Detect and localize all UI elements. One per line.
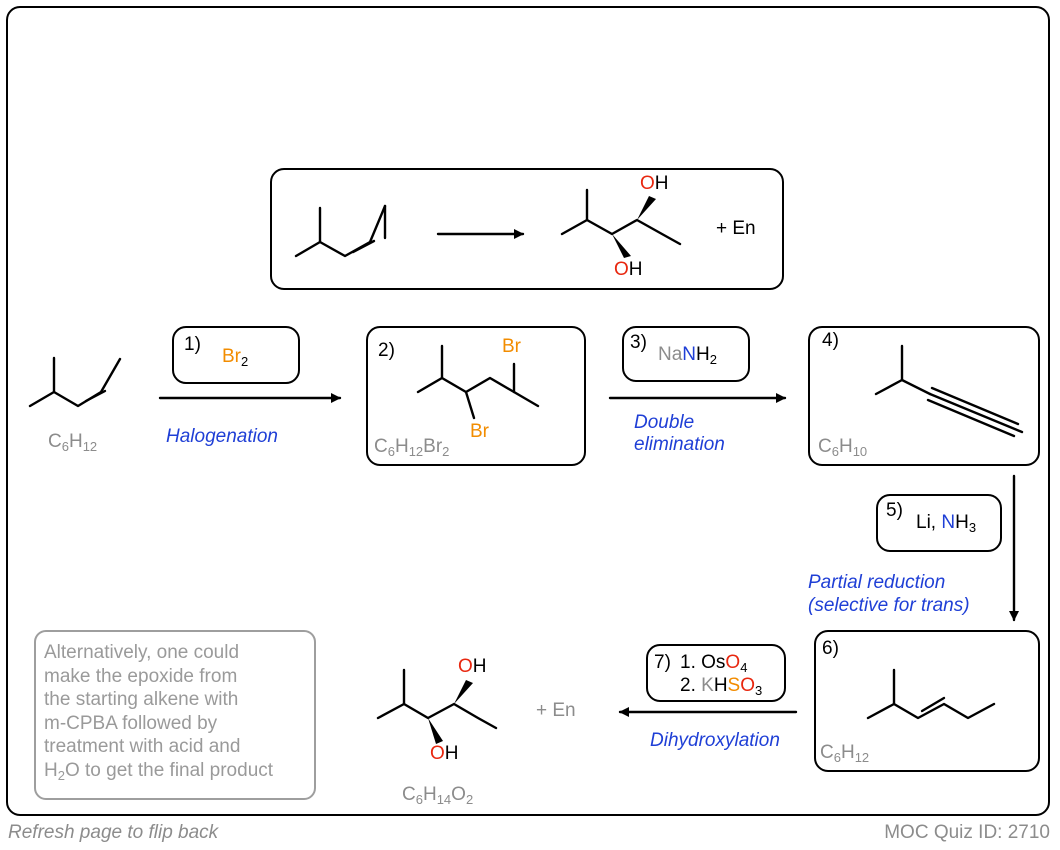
product-oh-lower: OH: [430, 743, 459, 764]
step7-number: 7): [654, 652, 671, 673]
product-diol-wedge-upper: [454, 680, 473, 704]
step3-number: 3): [630, 332, 647, 353]
top-cis-alkene-structure: [294, 204, 387, 258]
step5-label-line1: Partial reduction: [808, 572, 946, 593]
step6-number: 6): [822, 638, 839, 659]
alkyne-structure: [874, 344, 1024, 438]
top-diol-wedge-lower: [612, 234, 631, 258]
step7-label: Dihydroxylation: [650, 730, 780, 751]
step2-box: [366, 326, 586, 466]
step7-reagent-box: [646, 644, 786, 702]
step2-number: 2): [378, 340, 395, 361]
step5-reagent-box: [876, 494, 1002, 552]
step1-label: Halogenation: [166, 426, 278, 447]
top-diol-oh-upper: OH: [640, 173, 669, 194]
refresh-hint[interactable]: Refresh page to flip back: [8, 822, 219, 843]
diagram-frame: [6, 6, 1050, 816]
step1-reagent: Br2: [222, 346, 249, 369]
dibromide-structure: [416, 344, 540, 420]
start-formula: C6H12: [48, 431, 98, 454]
step4-box: [808, 326, 1040, 466]
step7-reagent-line1: 1. OsO4: [680, 652, 748, 675]
step3-label-line1: Double: [634, 412, 695, 433]
top-diol-oh-lower: OH: [614, 259, 643, 280]
step2-br-upper: Br: [502, 336, 521, 357]
top-diol-wedge-upper: [637, 196, 656, 220]
step5-label-line2: (selective for trans): [808, 595, 970, 616]
alternative-note-box: [34, 630, 316, 800]
product-diol-structure: [376, 668, 498, 730]
top-reaction-box: [270, 168, 784, 290]
trans-alkene-structure: [866, 668, 996, 720]
step2-br-lower: Br: [470, 421, 489, 442]
product-diol-wedge-lower: [428, 718, 443, 744]
step1-number: 1): [184, 334, 201, 355]
step2-formula: C6H12Br2: [374, 436, 450, 459]
top-diol-structure: [560, 188, 682, 246]
product-oh-upper: OH: [458, 656, 487, 677]
alternative-note: Alternatively, one could make the epoxid…: [44, 642, 274, 783]
step4-formula: C6H10: [818, 436, 868, 459]
step5-reagent: Li, NH3: [916, 512, 977, 535]
product-byproduct-label: + En: [536, 700, 576, 721]
step3-reagent: NaNH2: [658, 344, 717, 367]
step3-label-line2: elimination: [634, 434, 725, 455]
step3-reagent-box: [622, 326, 750, 382]
step4-number: 4): [822, 330, 839, 351]
step6-box: [814, 630, 1040, 772]
top-byproduct-label: + En: [716, 218, 756, 239]
start-alkene-structure: [28, 356, 122, 408]
step5-number: 5): [886, 500, 903, 521]
step7-reagent-line2: 2. KHSO3: [680, 675, 763, 698]
step1-reagent-box: [172, 326, 300, 384]
step6-formula: C6H12: [820, 742, 870, 765]
product-formula: C6H14O2: [402, 784, 474, 807]
quiz-id: MOC Quiz ID: 2710: [884, 822, 1050, 843]
